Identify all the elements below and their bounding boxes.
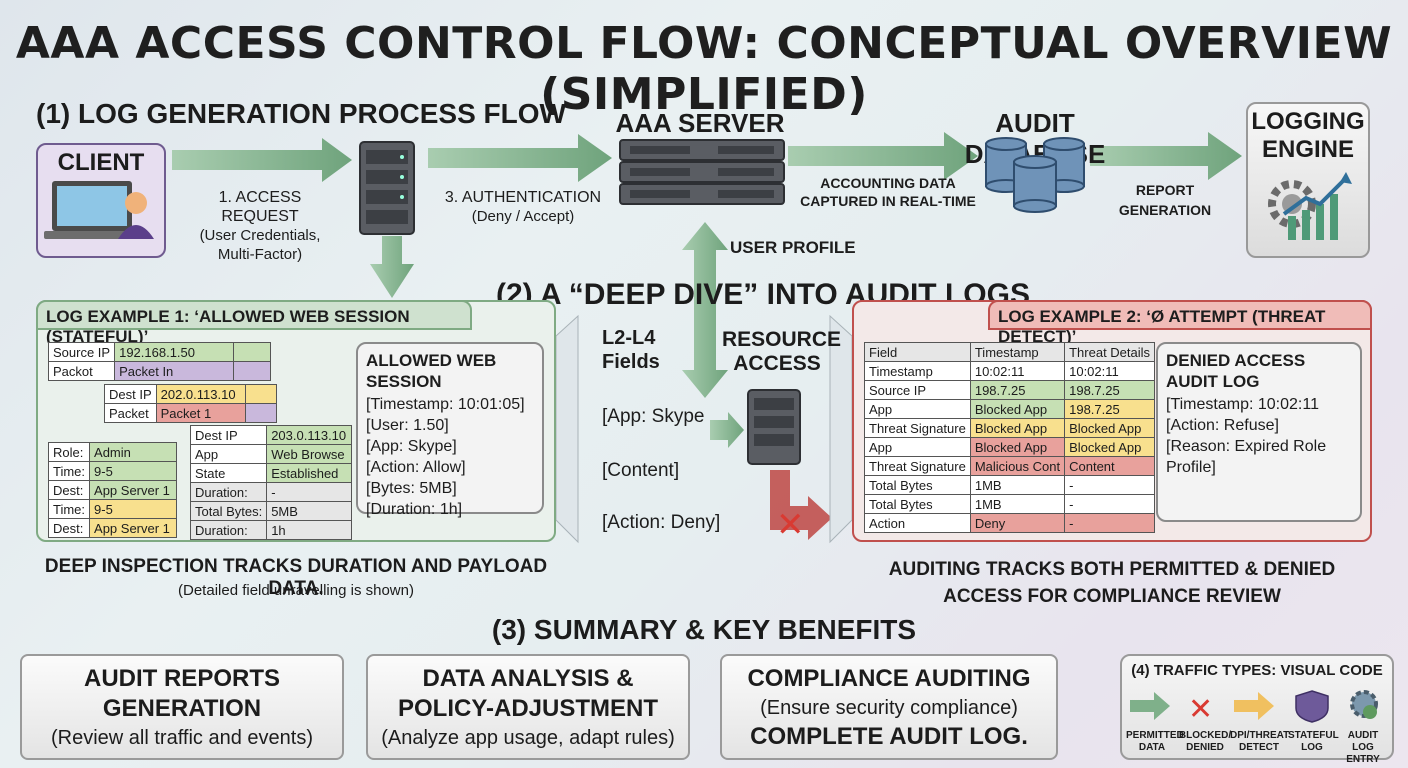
traffic-legend: (4) TRAFFIC TYPES: VISUAL CODE ✕ PERMITT…	[1120, 654, 1394, 765]
report-generation-label: REPORT GENERATION	[1118, 182, 1212, 218]
authentication-label: 3. AUTHENTICATION (Deny / Accept)	[444, 189, 602, 225]
log1-subcaption: (Detailed field unravelling is shown)	[178, 582, 414, 599]
stateful-shield-icon	[1295, 690, 1329, 723]
summary-card-compliance: COMPLIANCE AUDITING (Ensure security com…	[720, 654, 1058, 760]
log1-table-3: Role:Admin Time:9-5 Dest:App Server 1 Ti…	[47, 442, 178, 538]
app-skype-field: [App: Skype	[602, 406, 705, 427]
arrow-denied	[770, 470, 832, 540]
blocked-x-icon: ✕	[1188, 692, 1213, 724]
log1-caption: DEEP INSPECTION TRACKS DURATION AND PAYL…	[44, 556, 548, 599]
aaa-server-label: AAA SERVER	[615, 108, 785, 138]
arrow-aaa-db	[788, 132, 978, 180]
action-deny-field: [Action: Deny]	[602, 512, 721, 533]
router-server-icon	[359, 141, 415, 235]
log1-callout-pointer	[555, 314, 579, 544]
accounting-label: ACCOUNTING DATA CAPTURED IN REAL-TIME	[800, 175, 976, 209]
log2-callout: DENIED ACCESS AUDIT LOG [Timestamp: 10:0…	[1156, 342, 1362, 522]
user-profile-label: USER PROFILE	[730, 238, 856, 257]
legend-blocked: BLOCKED/DENIED	[1178, 730, 1232, 753]
page-title: AAA ACCESS CONTROL FLOW: CONCEPTUAL OVER…	[15, 18, 1393, 120]
summary-card-data-analysis: DATA ANALYSIS & POLICY-ADJUSTMENT (Analy…	[366, 654, 690, 760]
arrow-user-profile	[682, 222, 728, 398]
aaa-server-icon	[619, 139, 785, 205]
permitted-arrow-icon	[1130, 692, 1170, 720]
legend-heading: (4) TRAFFIC TYPES: VISUAL CODE	[1131, 662, 1383, 679]
section1-heading: (1) LOG GENERATION PROCESS FLOW	[36, 98, 566, 129]
arrow-client-router	[172, 138, 352, 182]
logging-engine-node: LOGGING ENGINE	[1246, 102, 1370, 258]
legend-icons: ✕	[1130, 690, 1378, 724]
arrow-db-logging	[1090, 132, 1242, 180]
access-request-label: 1. ACCESS REQUEST (User Credentials, Mul…	[199, 189, 321, 263]
database-icon	[985, 137, 1085, 213]
log-example-2-tab: LOG EXAMPLE 2: ‘Ø ATTEMPT (THREAT DETECT…	[988, 300, 1372, 346]
log2-table: Field Timestamp Threat Details Timestamp…	[864, 342, 1156, 533]
laptop-user-icon	[44, 181, 154, 239]
arrow-router-aaa	[428, 134, 612, 182]
client-node: CLIENT	[36, 143, 166, 258]
log2-caption: AUDITING TRACKS BOTH PERMITTED & DENIED …	[888, 559, 1336, 607]
resource-access-label: RESOURCE ACCESS	[722, 328, 842, 375]
section3-heading: (3) SUMMARY & KEY BENEFITS	[491, 614, 917, 645]
log-example-1-tab: LOG EXAMPLE 1: ‘ALLOWED WEB SESSION (STA…	[36, 300, 472, 346]
dpi-threat-arrow-icon	[1234, 692, 1274, 720]
log1-callout: ALLOWED WEB SESSION [Timestamp: 10:01:05…	[356, 342, 544, 518]
arrow-into-resource	[710, 412, 744, 448]
l2-l4-fields-label: L2-L4 Fields	[602, 327, 660, 373]
gear-chart-icon	[1268, 172, 1352, 240]
content-field: [Content]	[602, 460, 680, 481]
client-label: CLIENT	[57, 149, 145, 176]
arrow-router-down	[370, 236, 414, 298]
logging-engine-label: LOGGING ENGINE	[1251, 108, 1365, 163]
summary-card-audit-reports: AUDIT REPORTS GENERATION (Review all tra…	[20, 654, 344, 760]
resource-server-icon	[747, 389, 801, 465]
denied-x-icon: ✕	[776, 505, 805, 545]
